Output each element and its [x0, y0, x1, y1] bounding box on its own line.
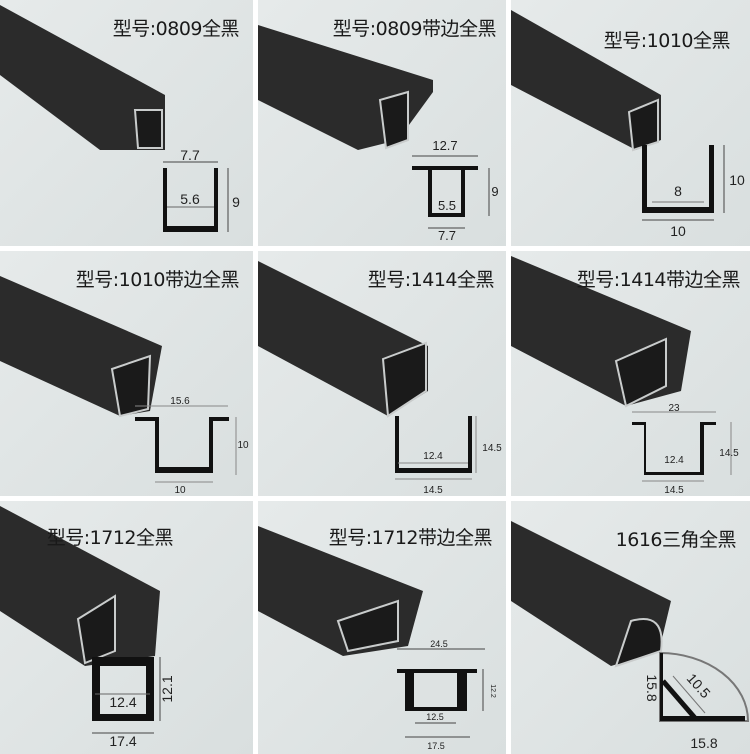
dimension-height: 15.8: [644, 674, 660, 701]
dimension-inner-width: 5.5: [438, 198, 456, 213]
dimension-height: 9: [491, 184, 498, 199]
dimension-inner-width: 12.4: [664, 455, 684, 466]
product-card-0809-flange: 12.7 9 5.5 7.7 型号:0809带边全黑: [258, 0, 506, 246]
product-title: 型号:1010全黑: [603, 30, 731, 52]
dimension-width: 10: [174, 485, 186, 496]
dimension-inner-width: 8: [674, 183, 682, 199]
product-card-1616-triangle: 15.8 10.5 15.8 1616三角全黑: [511, 501, 750, 754]
dimension-width: 10: [670, 223, 686, 239]
profile-illustration: 23 12.4 14.5 14.5: [511, 256, 739, 496]
dimension-inner-width: 5.6: [180, 191, 200, 207]
profile-illustration: 12.4 14.5 14.5: [258, 261, 502, 496]
product-card-1414: 12.4 14.5 14.5 型号:1414全黑: [258, 251, 506, 496]
profile-illustration: 24.5 12.2 12.5 17.5: [258, 526, 496, 751]
dimension-inner-width: 12.5: [426, 712, 444, 722]
dimension-width: 14.5: [664, 485, 684, 496]
dimension-width: 15.8: [690, 735, 717, 751]
profile-illustration: 15.6 10 10: [0, 276, 249, 496]
dimension-width: 7.7: [180, 147, 200, 163]
profile-illustration: 12.4 12.1 17.4: [0, 506, 175, 749]
dimension-height: 12.2: [489, 684, 496, 698]
product-title: 型号:1712带边全黑: [328, 527, 493, 549]
dimension-flange-width: 23: [668, 403, 680, 414]
profile-illustration: 7.7 5.6 9: [0, 5, 240, 232]
product-title: 型号:0809带边全黑: [332, 18, 497, 40]
dimension-height: 12.1: [159, 675, 175, 702]
product-title: 型号:1010带边全黑: [75, 269, 240, 291]
dimension-width: 17.4: [109, 733, 136, 749]
product-card-1010: 8 10 10 型号:1010全黑: [511, 0, 750, 246]
dimension-height: 10: [237, 440, 249, 451]
dimension-inner-width: 12.4: [423, 451, 443, 462]
product-card-1712-flange: 24.5 12.2 12.5 17.5 型号:1712带边全黑: [258, 501, 506, 754]
dimension-width: 17.5: [427, 741, 445, 751]
profile-illustration: 12.7 9 5.5 7.7: [258, 25, 499, 243]
profile-illustration: 8 10 10: [511, 10, 745, 239]
dimension-diagonal: 10.5: [684, 670, 714, 701]
profile-illustration: 15.8 10.5 15.8: [511, 521, 750, 751]
product-card-1010-flange: 15.6 10 10 型号:1010带边全黑: [0, 251, 253, 496]
product-card-1712: 12.4 12.1 17.4 型号:1712全黑: [0, 501, 253, 754]
dimension-flange-width: 15.6: [170, 396, 190, 407]
product-title: 型号:0809全黑: [112, 18, 240, 40]
product-card-1414-flange: 23 12.4 14.5 14.5 型号:1414带边全黑: [511, 251, 750, 496]
product-card-0809: 7.7 5.6 9 型号:0809全黑: [0, 0, 253, 246]
dimension-height: 10: [729, 172, 745, 188]
dimension-width: 7.7: [438, 228, 456, 243]
dimension-flange-width: 24.5: [430, 639, 448, 649]
product-title: 型号:1712全黑: [46, 527, 174, 549]
product-title: 型号:1414全黑: [367, 269, 495, 291]
dimension-flange-width: 12.7: [432, 138, 457, 153]
dimension-height: 14.5: [719, 448, 739, 459]
dimension-inner-width: 12.4: [109, 694, 136, 710]
dimension-width: 14.5: [423, 485, 443, 496]
product-title: 型号:1414带边全黑: [576, 269, 741, 291]
dimension-height: 14.5: [482, 443, 502, 454]
product-title: 1616三角全黑: [615, 529, 737, 551]
dimension-height: 9: [232, 194, 240, 210]
